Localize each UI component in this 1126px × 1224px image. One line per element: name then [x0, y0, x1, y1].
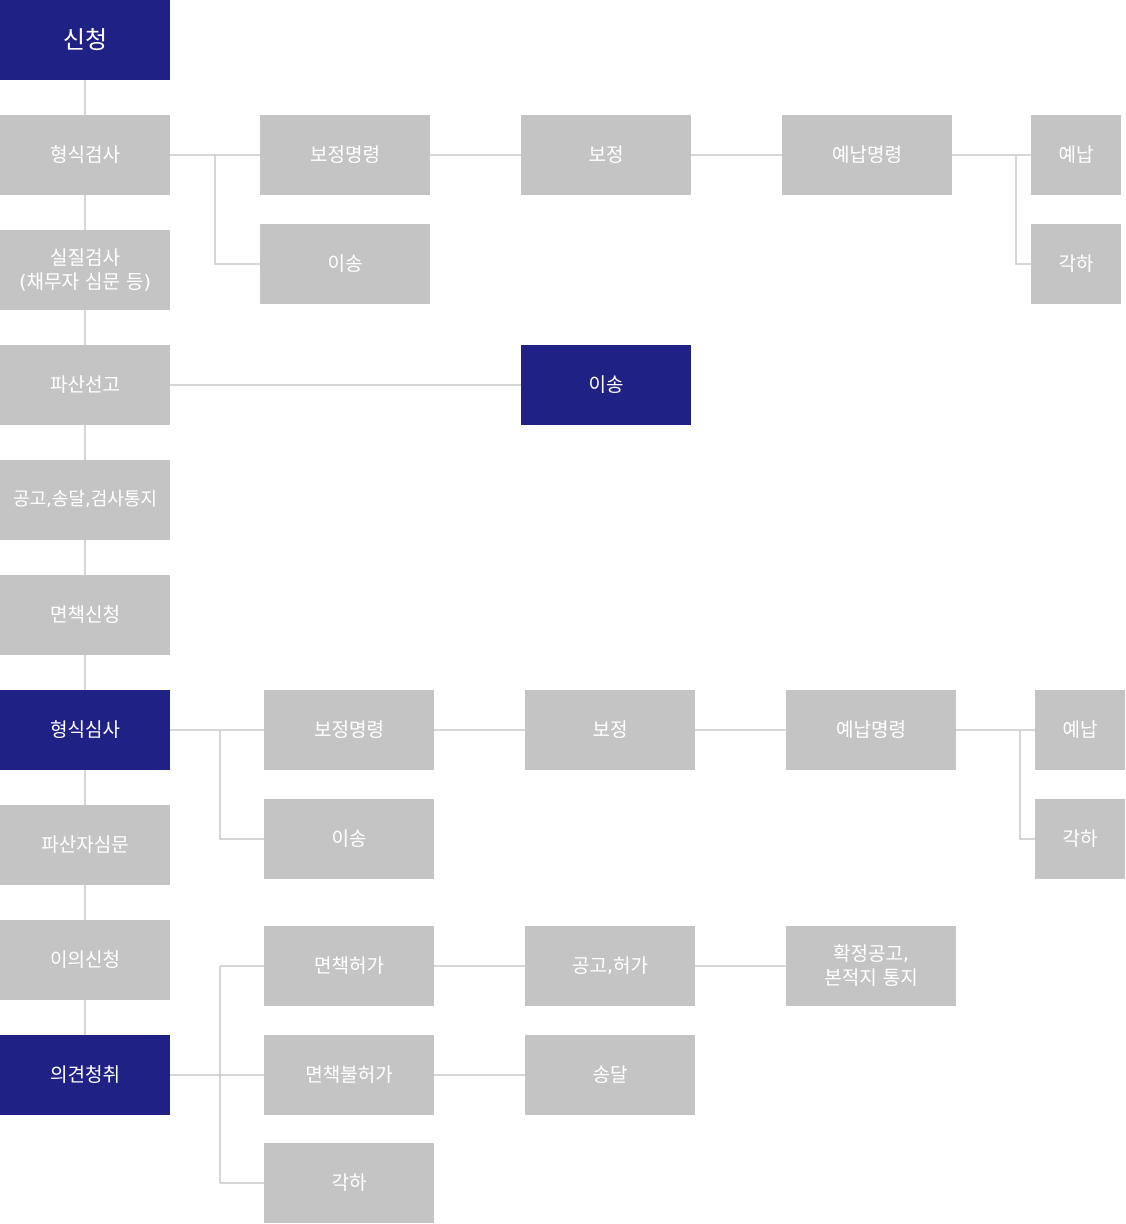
- node-substantive-exam: 실질검사 (채무자 심문 등): [0, 230, 170, 310]
- node-b3-transfer: 이송: [264, 799, 434, 879]
- node-b4-delivery: 송달: [525, 1035, 695, 1115]
- node-b3-dismissal: 각하: [1035, 799, 1125, 879]
- node-b1-correction-order: 보정명령: [260, 115, 430, 195]
- node-b1-correction: 보정: [521, 115, 691, 195]
- node-b1-prepay: 예납: [1031, 115, 1121, 195]
- node-b2-transfer: 이송: [521, 345, 691, 425]
- node-discharge-application: 면책신청: [0, 575, 170, 655]
- node-b1-transfer: 이송: [260, 224, 430, 304]
- node-b4-discharge-granted: 면책허가: [264, 926, 434, 1006]
- node-formal-review: 형식심사: [0, 690, 170, 770]
- node-b4-final-notice: 확정공고, 본적지 통지: [786, 926, 956, 1006]
- node-b1-prepay-order: 예납명령: [782, 115, 952, 195]
- node-opinion: 의견청취: [0, 1035, 170, 1115]
- node-b4-dismissal: 각하: [264, 1143, 434, 1223]
- node-formal-exam: 형식검사: [0, 115, 170, 195]
- node-b3-prepay: 예납: [1035, 690, 1125, 770]
- node-b1-dismissal: 각하: [1031, 224, 1121, 304]
- node-b4-notice-granted: 공고,허가: [525, 926, 695, 1006]
- node-objection: 이의신청: [0, 920, 170, 1000]
- node-apply: 신청: [0, 0, 170, 80]
- node-b3-correction: 보정: [525, 690, 695, 770]
- node-b3-prepay-order: 예납명령: [786, 690, 956, 770]
- node-b3-correction-order: 보정명령: [264, 690, 434, 770]
- node-b4-discharge-denied: 면책불허가: [264, 1035, 434, 1115]
- node-notice: 공고,송달,검사통지: [0, 460, 170, 540]
- node-bankrupt-hearing: 파산자심문: [0, 805, 170, 885]
- node-bankruptcy-declaration: 파산선고: [0, 345, 170, 425]
